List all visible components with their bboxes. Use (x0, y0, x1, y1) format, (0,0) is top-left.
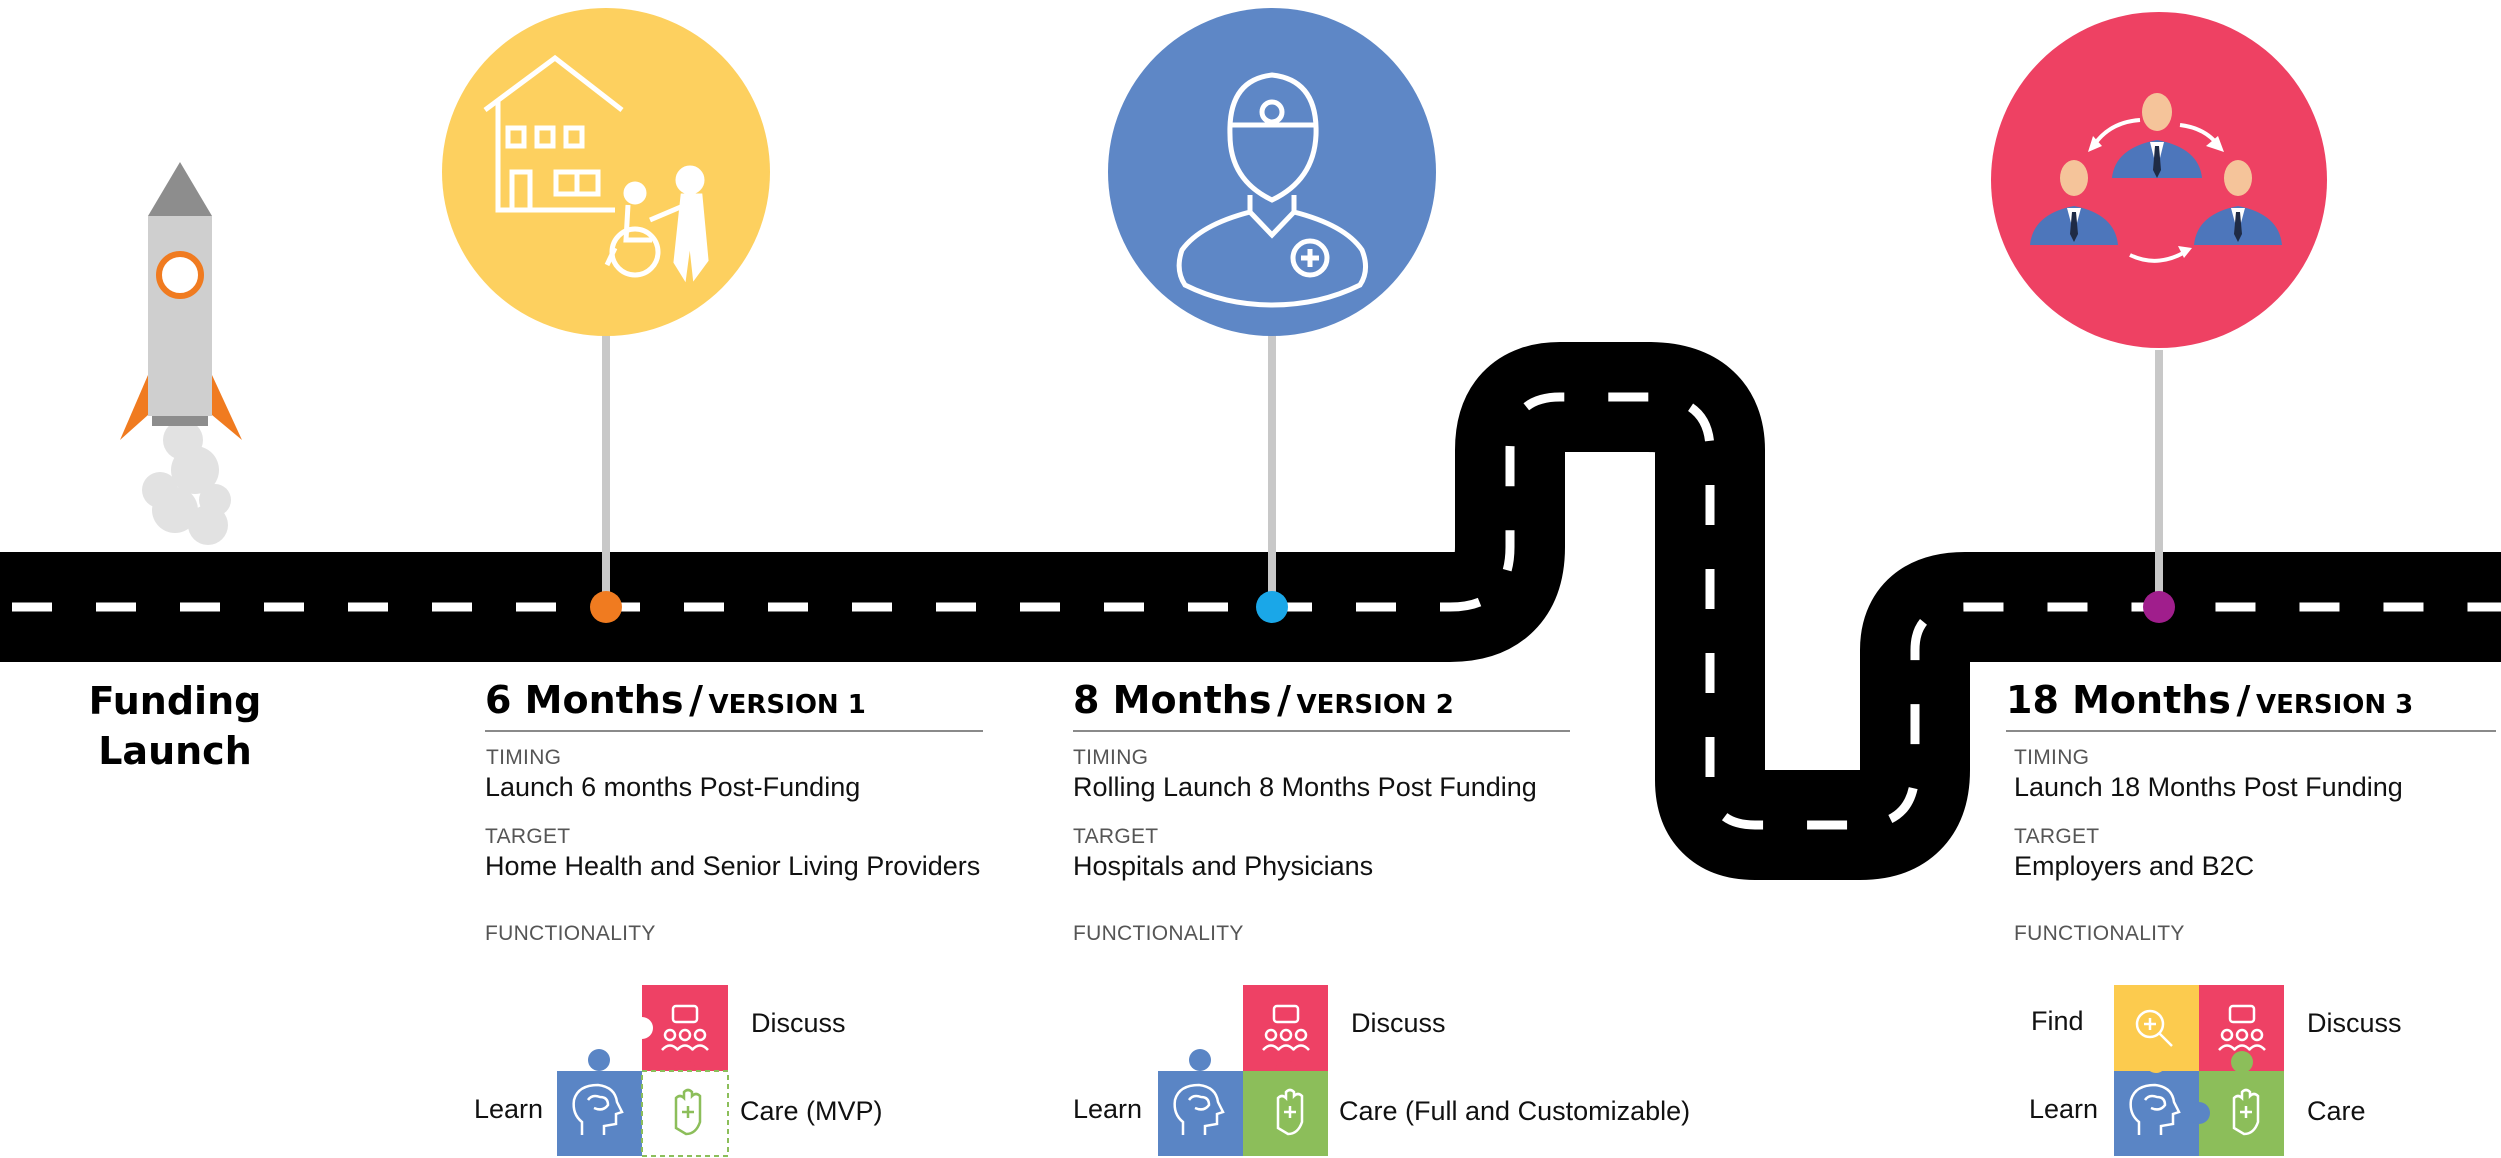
stage-3-timing-label: TIMING (2014, 746, 2090, 769)
milestone-dot-2 (1256, 591, 1288, 623)
stage-3-discuss-label: Discuss (2307, 1008, 2402, 1038)
hand-cross-icon (2232, 1088, 2260, 1136)
puzzle-piece-learn (1158, 1049, 1254, 1156)
stage-1-version: VERSION 1 (708, 690, 866, 720)
milestone-dot-1 (590, 591, 622, 623)
milestone-dot-3 (2143, 591, 2175, 623)
milestone-circle-1 (442, 8, 770, 336)
stage-3-details: 18 Months / VERSION 3 TIMING Launch 18 M… (2006, 678, 2496, 946)
funding-launch-line1: Funding (88, 679, 262, 723)
pole-2 (1268, 330, 1276, 610)
pole-1 (602, 330, 610, 610)
stage-3-version: VERSION 3 (2255, 690, 2414, 720)
stage-1-puzzle (557, 985, 729, 1157)
rocket-icon (120, 162, 242, 545)
stage-3-learn-label: Learn (2029, 1094, 2099, 1124)
stage-3-divider (2006, 730, 2496, 732)
brain-head-icon (2129, 1083, 2181, 1135)
magnifier-icon (2135, 1009, 2173, 1047)
stage-2-version: VERSION 2 (1296, 690, 1454, 720)
stage-1-functionality-label: FUNCTIONALITY (485, 922, 656, 945)
stage-2-care-label: Care (Full and Customizable) (1339, 1096, 1691, 1126)
stage-1-care-label: Care (MVP) (740, 1096, 883, 1126)
stage-1-months: 6 Months (485, 678, 684, 722)
stage-3-find-label: Find (2031, 1006, 2084, 1036)
stage-3-target: Employers and B2C (2014, 851, 2255, 881)
brain-head-icon (1173, 1083, 1225, 1135)
stage-3-puzzle (2114, 985, 2284, 1156)
stage-3-care-label: Care (2307, 1096, 2366, 1126)
people-network-icon (2218, 1004, 2266, 1051)
funding-launch-line2: Launch (98, 729, 252, 773)
stage-2-learn-label: Learn (1073, 1094, 1143, 1124)
stage-2-target-label: TARGET (1073, 825, 1159, 848)
stage-2-title: 8 Months / VERSION 2 (1073, 678, 1570, 722)
stage-1-target: Home Health and Senior Living Providers (485, 851, 981, 881)
stage-1-learn-label: Learn (474, 1094, 544, 1124)
house-caregiver-icon (483, 54, 709, 283)
stage-2-timing: Rolling Launch 8 Months Post Funding (1073, 772, 1537, 802)
puzzle-piece-care (641, 1070, 729, 1157)
puzzle-piece-discuss (631, 985, 728, 1082)
stage-2-months: 8 Months (1073, 678, 1272, 722)
doctor-icon (1176, 72, 1368, 308)
stage-1-slash: / (689, 678, 703, 722)
hand-cross-icon (674, 1088, 702, 1136)
lane-markings (0, 392, 2501, 830)
stage-2-discuss-label: Discuss (1351, 1008, 1446, 1038)
stage-2-puzzle (1158, 985, 1328, 1156)
stage-1-discuss-label: Discuss (751, 1008, 846, 1038)
stage-1-target-label: TARGET (485, 825, 571, 848)
stage-2-details: 8 Months / VERSION 2 TIMING Rolling Laun… (1073, 678, 1570, 946)
stage-2-divider (1073, 730, 1570, 732)
people-network-icon (1262, 1004, 1310, 1051)
puzzle-piece-learn (2114, 1051, 2199, 1156)
stage-2-timing-label: TIMING (1073, 746, 1149, 769)
stage-3-months: 18 Months (2006, 678, 2231, 722)
funding-launch-label: Funding Launch (50, 676, 300, 776)
stage-1-timing-label: TIMING (486, 746, 562, 769)
people-network-icon (661, 1004, 709, 1051)
milestone-circle-3 (1991, 12, 2327, 348)
stage-2-slash: / (1277, 678, 1291, 722)
milestone-circle-2 (1108, 8, 1436, 336)
stage-1-title: 6 Months / VERSION 1 (485, 678, 983, 722)
brain-head-icon (572, 1083, 624, 1135)
stage-3-functionality-label: FUNCTIONALITY (2014, 922, 2185, 945)
functionality-puzzles (557, 985, 2284, 1157)
stage-1-timing: Launch 6 months Post-Funding (485, 772, 861, 802)
stage-3-timing: Launch 18 Months Post Funding (2014, 772, 2403, 802)
puzzle-piece-care (1243, 1071, 1328, 1156)
puzzle-piece-discuss (1243, 985, 1328, 1082)
stage-1-details: 6 Months / VERSION 1 TIMING Launch 6 mon… (485, 678, 983, 946)
hand-cross-icon (1276, 1088, 1304, 1136)
pole-3 (2155, 350, 2163, 610)
stage-2-functionality-label: FUNCTIONALITY (1073, 922, 1244, 945)
puzzle-piece-learn (557, 1049, 653, 1156)
business-people-cycle-icon (2030, 93, 2282, 263)
stage-3-target-label: TARGET (2014, 825, 2100, 848)
stage-3-slash: / (2236, 678, 2251, 722)
stage-2-target: Hospitals and Physicians (1073, 851, 1374, 881)
stage-1-divider (485, 730, 983, 732)
stage-3-title: 18 Months / VERSION 3 (2006, 678, 2496, 722)
puzzle-piece-care (2188, 1051, 2284, 1156)
puzzle-piece-find (2114, 985, 2199, 1071)
